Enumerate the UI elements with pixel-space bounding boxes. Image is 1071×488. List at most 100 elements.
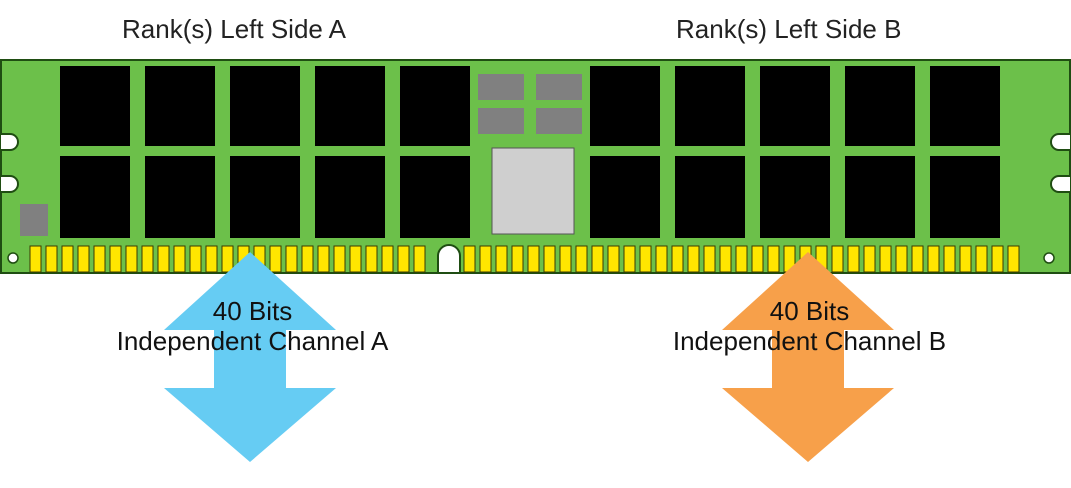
dram-chip: [230, 156, 300, 238]
contact-pin: [895, 245, 908, 273]
dram-chip: [675, 66, 745, 146]
rank-left-side-b-label: Rank(s) Left Side B: [676, 14, 902, 44]
contact-pin: [1007, 245, 1020, 273]
contact-pin: [575, 245, 588, 273]
contact-pin: [141, 245, 154, 273]
contact-pin: [687, 245, 700, 273]
contact-pin: [735, 245, 748, 273]
contact-pin: [413, 245, 426, 273]
contact-pin: [77, 245, 90, 273]
contact-pin: [301, 245, 314, 273]
dram-chip: [400, 156, 470, 238]
contact-pin: [943, 245, 956, 273]
contact-pin: [623, 245, 636, 273]
contact-pin: [559, 245, 572, 273]
contact-pin: [703, 245, 716, 273]
channel-a-label: 40 Bits Independent Channel A: [60, 296, 445, 356]
contact-pin: [479, 245, 492, 273]
contact-pin: [831, 245, 844, 273]
contact-pin: [639, 245, 652, 273]
contact-pin: [975, 245, 988, 273]
contact-pin: [863, 245, 876, 273]
right-dram-chips: [590, 66, 1000, 238]
dram-chip: [760, 156, 830, 238]
contact-pin: [61, 245, 74, 273]
right-notch-lower: [1050, 175, 1071, 193]
contact-pin: [93, 245, 106, 273]
dram-chip: [845, 156, 915, 238]
mounting-hole: [7, 252, 19, 264]
left-dram-chips: [60, 66, 470, 238]
small-component: [478, 74, 524, 100]
contact-pin: [655, 245, 668, 273]
dram-chip: [145, 156, 215, 238]
contact-pin: [157, 245, 170, 273]
contact-pin: [495, 245, 508, 273]
contact-pin: [109, 245, 122, 273]
contact-pin: [527, 245, 540, 273]
contact-pin: [269, 245, 282, 273]
dram-chip: [675, 156, 745, 238]
channel-b-bits: 40 Bits: [769, 296, 850, 326]
dram-chip: [590, 156, 660, 238]
dram-chip: [760, 66, 830, 146]
dram-chip: [145, 66, 215, 146]
dram-chip: [60, 156, 130, 238]
contact-pin: [911, 245, 924, 273]
small-component: [20, 204, 48, 236]
contact-pin: [511, 245, 524, 273]
channel-b-label: 40 Bits Independent Channel B: [617, 296, 1002, 356]
contact-pin: [221, 245, 234, 273]
register-chip: [491, 147, 575, 235]
contact-pin: [45, 245, 58, 273]
key-notch: [437, 244, 461, 274]
rank-left-side-a-label: Rank(s) Left Side A: [122, 14, 346, 44]
contact-pin: [189, 245, 202, 273]
contact-pin: [381, 245, 394, 273]
contact-pin: [591, 245, 604, 273]
small-component: [536, 108, 582, 134]
left-notch-lower: [0, 175, 19, 193]
contact-pin: [29, 245, 42, 273]
small-component: [478, 108, 524, 134]
contact-pin: [125, 245, 138, 273]
left-notch-upper: [0, 133, 19, 151]
channel-b-arrow: [722, 252, 894, 462]
contact-pin: [927, 245, 940, 273]
contact-pin: [719, 245, 732, 273]
contact-pin: [879, 245, 892, 273]
contact-pin: [991, 245, 1004, 273]
contact-pin: [671, 245, 684, 273]
contact-pin: [607, 245, 620, 273]
contact-pin: [285, 245, 298, 273]
small-component: [536, 74, 582, 100]
contact-pin: [349, 245, 362, 273]
dram-chip: [930, 156, 1000, 238]
dram-chip: [930, 66, 1000, 146]
channel-b-name: Independent Channel B: [672, 326, 947, 356]
contact-pin: [365, 245, 378, 273]
channel-a-arrow: [164, 252, 336, 462]
contact-pin: [463, 245, 476, 273]
contact-pin: [205, 245, 218, 273]
dram-chip: [230, 66, 300, 146]
contact-pin: [751, 245, 764, 273]
mounting-hole: [1043, 252, 1055, 264]
dram-chip: [590, 66, 660, 146]
right-notch-upper: [1050, 133, 1071, 151]
contact-pin: [847, 245, 860, 273]
dram-chip: [400, 66, 470, 146]
dram-chip: [60, 66, 130, 146]
dram-chip: [315, 156, 385, 238]
contact-pin: [173, 245, 186, 273]
dram-chip: [845, 66, 915, 146]
dram-chip: [315, 66, 385, 146]
contact-pin: [397, 245, 410, 273]
channel-a-bits: 40 Bits: [212, 296, 293, 326]
contact-pin: [543, 245, 556, 273]
contact-pin: [959, 245, 972, 273]
contact-pin: [317, 245, 330, 273]
channel-a-name: Independent Channel A: [116, 326, 389, 356]
contact-pin: [767, 245, 780, 273]
